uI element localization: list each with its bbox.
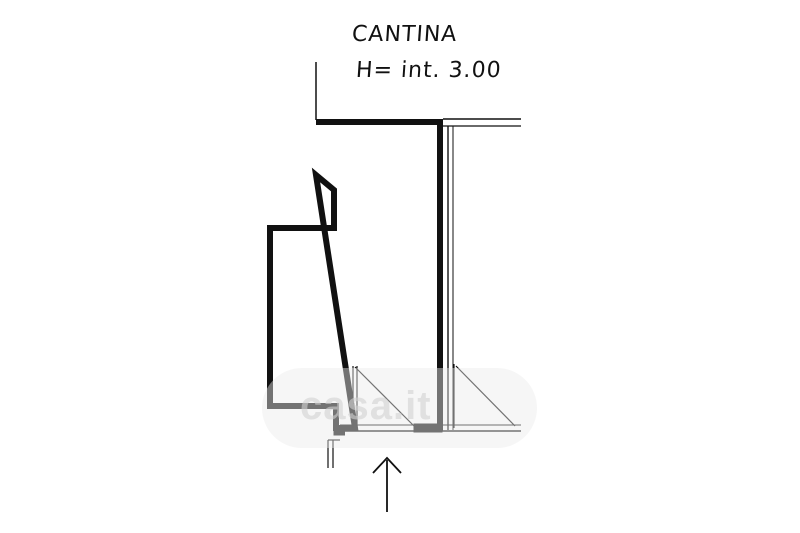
door-swing-corridor [453,364,516,428]
watermark-text: casa.it [300,384,432,428]
entrance-arrow-icon [372,456,402,512]
watermark-badge [262,368,537,448]
threshold-lines [340,423,521,433]
corridor-walls [443,118,521,430]
room-outline-bottom-left [333,428,345,436]
stub-lines [327,439,340,468]
door-swing-room [352,366,415,428]
